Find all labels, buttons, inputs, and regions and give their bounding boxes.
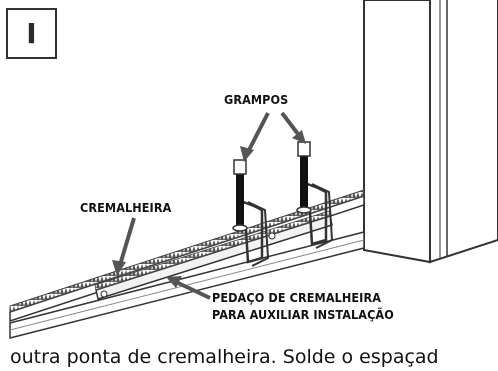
auxiliary-rack-piece xyxy=(94,210,333,300)
callout-pedaco-line2: PARA AUXILIAR INSTALAÇÃO xyxy=(212,307,394,322)
step-label: I xyxy=(6,8,57,59)
callout-grampos: GRAMPOS xyxy=(224,92,289,107)
caption-text: outra ponta de cremalheira. Solde o espa… xyxy=(10,346,439,368)
callout-pedaco-line1: PEDAÇO DE CREMALHEIRA xyxy=(212,290,382,305)
rack-clamp-drawing xyxy=(9,0,498,339)
clamp-left xyxy=(232,159,270,267)
clamp-right xyxy=(296,141,334,249)
callout-cremalheira: CREMALHEIRA xyxy=(80,200,172,215)
callout-arrows xyxy=(112,111,306,300)
gate-post xyxy=(363,0,498,264)
